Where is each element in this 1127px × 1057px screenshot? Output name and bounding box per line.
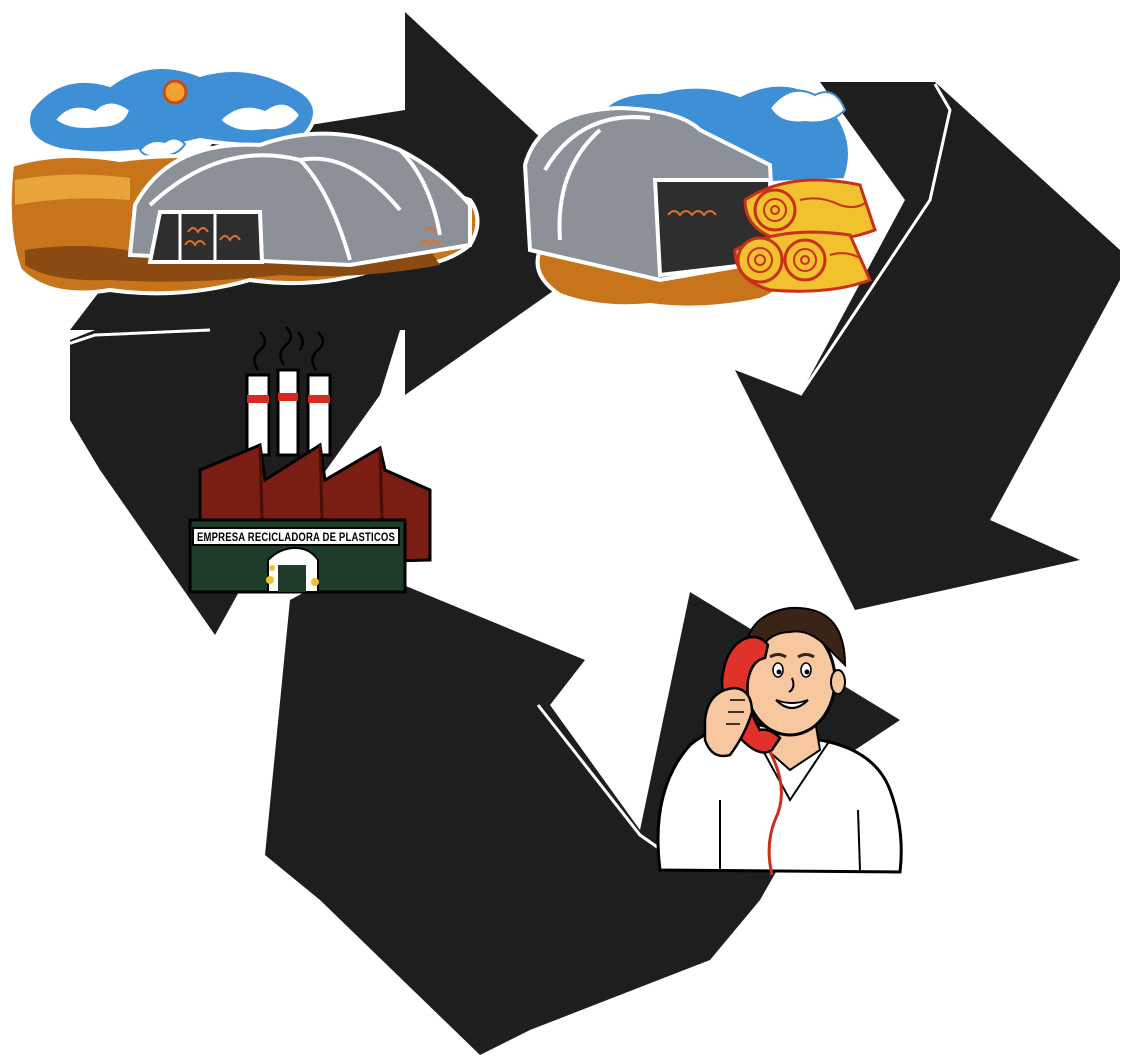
hay-bales-icon <box>525 85 875 308</box>
factory-sign-text: EMPRESA RECICLADORA DE PLASTICOS <box>197 532 395 544</box>
